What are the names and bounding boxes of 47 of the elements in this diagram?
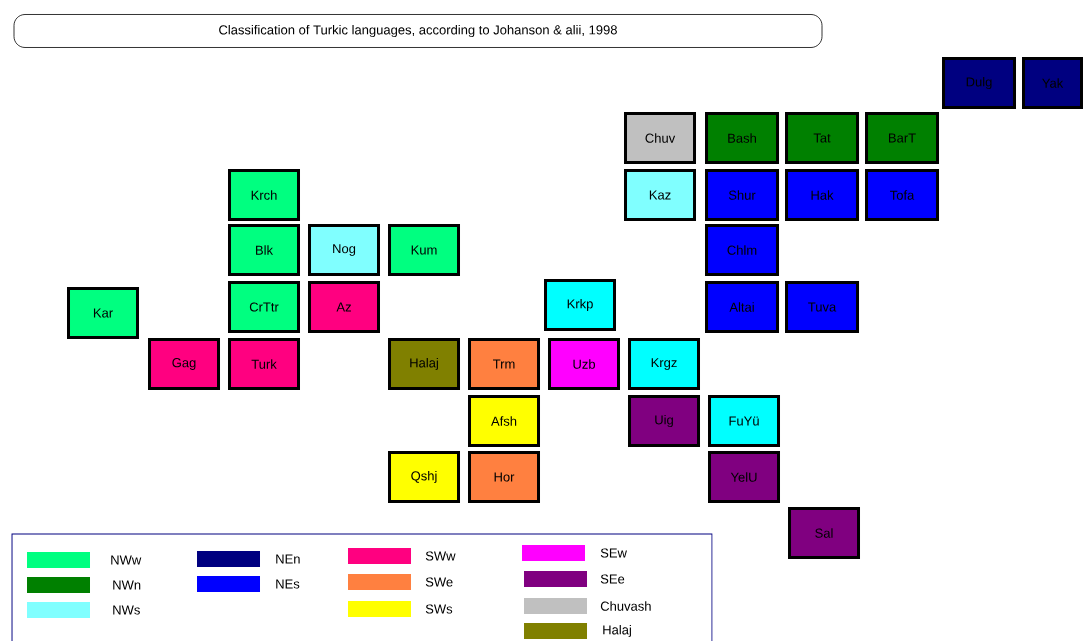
language-tile: Chlm (705, 224, 779, 276)
language-tile: Blk (228, 224, 300, 276)
language-tile: Kar (67, 287, 139, 339)
language-tile: Krgz (628, 338, 700, 390)
language-tile: FuYü (708, 395, 780, 447)
legend-label: SEw (600, 548, 627, 558)
legend-label: Halaj (603, 624, 631, 638)
language-tile: Turk (228, 338, 300, 390)
language-tile: Kaz (624, 169, 696, 221)
legend-label: SWe (425, 577, 453, 587)
language-tile: Tuva (785, 281, 859, 333)
language-tile: Altai (705, 281, 779, 333)
legend-label: SWs (425, 604, 453, 614)
language-tile: Trm (468, 338, 540, 390)
language-tile: Az (308, 281, 380, 333)
language-tile: Bash (705, 112, 779, 164)
language-tile: Qshj (388, 451, 460, 503)
language-tile: Dulg (942, 57, 1016, 109)
legend-label: NWn (113, 580, 141, 590)
language-tile: Kum (388, 224, 460, 276)
language-tile: Chuv (624, 112, 696, 164)
language-tile: YelU (708, 451, 780, 503)
legend-label: NEn (276, 554, 300, 564)
language-tile: Halaj (388, 338, 460, 390)
legend-label: NEs (276, 579, 300, 589)
language-tile: CrTtr (228, 281, 300, 333)
language-tile: Afsh (468, 395, 540, 447)
language-tile: Tofa (865, 169, 939, 221)
language-tile: Gag (148, 338, 220, 390)
language-tile: Hor (468, 451, 540, 503)
legend-label: SEe (600, 574, 625, 584)
legend-label: Chuvash (600, 601, 651, 611)
language-tile: Krch (228, 169, 300, 221)
language-tile: Hak (785, 169, 859, 221)
language-tile: Uig (628, 395, 700, 447)
language-tile: Sal (788, 507, 860, 559)
legend-label: SWw (425, 551, 456, 561)
language-tile: Krkp (544, 279, 616, 331)
language-tile: BarT (865, 112, 939, 164)
language-tile: Yak (1022, 57, 1083, 109)
legend-label: NWw (111, 555, 142, 565)
language-tile: Nog (308, 224, 380, 276)
legend-label: NWs (113, 605, 140, 615)
title-banner: Classification of Turkic languages, according to Johanson & alii, 1998 (13, 14, 823, 48)
language-tile: Uzb (548, 338, 620, 390)
language-tile: Shur (705, 169, 779, 221)
language-tile: Tat (785, 112, 859, 164)
